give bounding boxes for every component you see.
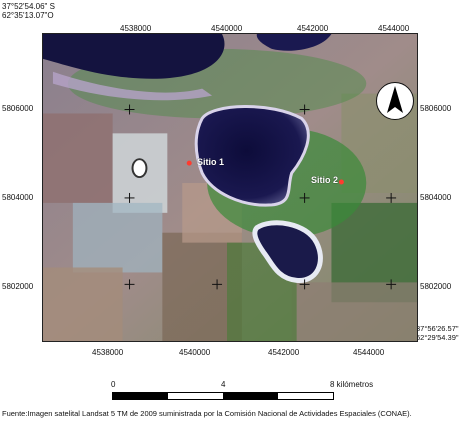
scale-segment <box>113 393 168 399</box>
site-marker-2 <box>338 179 344 185</box>
top-left-longitude: 62°35'13.07"O <box>2 11 54 20</box>
x-tick-label-top: 4540000 <box>211 24 243 33</box>
x-tick-label-bottom: 4538000 <box>92 348 124 357</box>
y-tick-label-right: 5804000 <box>420 193 452 202</box>
site-label-2: Sitio 2 <box>311 175 339 185</box>
y-tick-label-left: 5804000 <box>2 193 34 202</box>
satellite-image <box>43 34 417 341</box>
x-tick-label-top: 4544000 <box>378 24 410 33</box>
bottom-right-latitude: 37°56'26.57" <box>416 324 459 333</box>
scale-segment <box>223 393 278 399</box>
satellite-map[interactable] <box>42 33 418 342</box>
north-arrow-icon <box>387 86 403 113</box>
scale-label-8: 8 kilómetros <box>330 380 374 389</box>
north-arrow <box>376 82 414 120</box>
y-tick-label-right: 5802000 <box>420 282 452 291</box>
x-tick-label-bottom: 4542000 <box>268 348 300 357</box>
top-left-latitude: 37°52'54.06" S <box>2 2 55 11</box>
scale-bar <box>112 392 334 400</box>
x-tick-label-top: 4538000 <box>120 24 152 33</box>
y-tick-label-left: 5806000 <box>2 104 34 113</box>
x-tick-label-bottom: 4540000 <box>179 348 211 357</box>
x-tick-label-bottom: 4544000 <box>353 348 385 357</box>
site-marker-1 <box>186 160 192 166</box>
y-tick-label-right: 5806000 <box>420 104 452 113</box>
site-label-1: Sitio 1 <box>197 157 225 167</box>
top-left-coordinates: 37°52'54.06" S 62°35'13.07"O <box>2 2 55 20</box>
bottom-right-longitude: 62°29'54.39" <box>416 333 459 342</box>
y-tick-label-left: 5802000 <box>2 282 34 291</box>
scale-segment <box>278 393 333 399</box>
bottom-right-coordinates: 37°56'26.57" 62°29'54.39" <box>416 324 459 342</box>
scale-segment <box>168 393 223 399</box>
x-tick-label-top: 4542000 <box>297 24 329 33</box>
scale-label-4: 4 <box>221 380 226 389</box>
source-caption: Fuente:Imagen satelital Landsat 5 TM de … <box>2 409 412 418</box>
scale-label-0: 0 <box>111 380 116 389</box>
